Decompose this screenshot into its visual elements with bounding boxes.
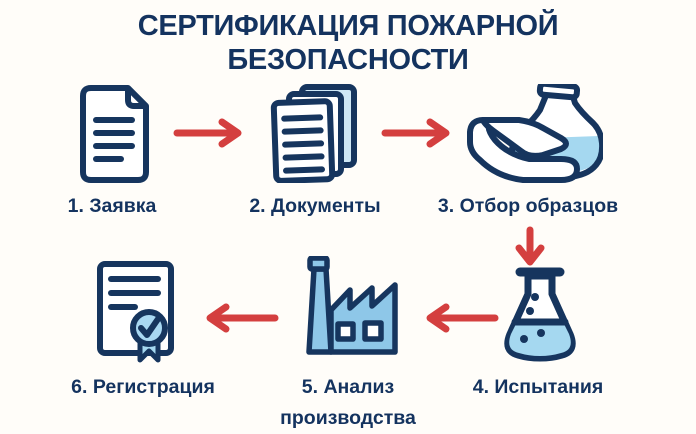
step-2-documents [268,83,362,183]
step-5-production-analysis [298,256,402,358]
page-title: СЕРТИФИКАЦИЯ ПОЖАРНОЙ БЕЗОПАСНОСТИ [0,9,696,77]
step-5-label-line2: производства [280,407,416,429]
arrow-down-icon [514,226,546,270]
step-3-label: 3. Отбор образцов [437,195,619,217]
factory-icon [306,256,398,355]
step-5-label: 5. Анализ производства [268,376,428,430]
page-title-line2: БЕЗОПАСНОСТИ [227,44,469,76]
arrow-right-icon [172,117,250,149]
step-6-label: 6. Регистрация [71,376,215,398]
step-2-label: 2. Документы [249,195,381,217]
step-5-label-line1: 5. Анализ [301,376,395,398]
step-1-label: 1. Заявка [67,195,157,217]
step-4-testing [498,266,582,366]
arrow-right-icon [380,117,458,149]
application-document-icon [80,85,149,183]
arrow-left-icon [192,302,280,334]
documents-stack-icon [270,84,357,183]
arrow-left-icon [412,302,500,334]
page-title-line1: СЕРТИФИКАЦИЯ ПОЖАРНОЙ [137,10,559,42]
hand-holding-flask-icon [467,84,603,183]
step-6-registration [95,258,177,366]
test-flask-icon [504,267,576,362]
step-3-sampling [458,84,603,189]
step-4-label: 4. Испытания [472,376,604,398]
certificate-seal-icon [97,261,174,363]
step-1-application [74,84,150,184]
